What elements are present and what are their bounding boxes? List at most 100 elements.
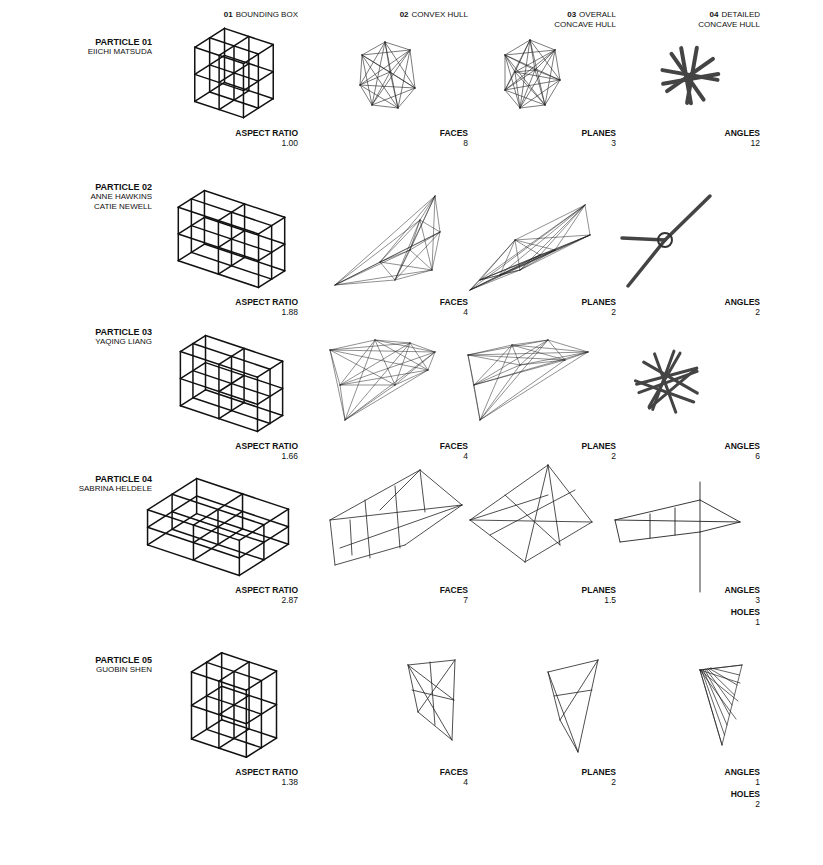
metric-name: ASPECT RATIO (198, 128, 298, 138)
column-number: 04 (710, 10, 719, 19)
metric-value: 3 (516, 138, 616, 148)
author-name: CATIE NEWELL (12, 202, 152, 212)
label-group: PARTICLE 05GUOBIN SHEN (12, 655, 152, 675)
label-group: ANGLES6 (660, 441, 760, 461)
label-group: ASPECT RATIO2.87 (198, 585, 298, 605)
label-group: PLANES2 (516, 297, 616, 317)
metric-value: 2 (516, 451, 616, 461)
detailed-hull (635, 351, 697, 412)
metric-name: PLANES (516, 767, 616, 777)
concave-hull (505, 40, 560, 108)
metric-value: 1 (660, 617, 760, 627)
label-group: ASPECT RATIO1.66 (198, 441, 298, 461)
metric-value: 4 (368, 307, 468, 317)
metric-name: ASPECT RATIO (198, 441, 298, 451)
label-group: PLANES2 (516, 767, 616, 787)
metric-value: 4 (368, 777, 468, 787)
metric-value: 1.66 (198, 451, 298, 461)
label-group: ANGLES2 (660, 297, 760, 317)
label-group: PARTICLE 04SABRINA HELDELE (12, 474, 152, 494)
metric-name: HOLES (660, 607, 760, 617)
metric-value: 1.5 (516, 595, 616, 605)
bounding-box (191, 653, 276, 758)
metric-value: 12 (660, 138, 760, 148)
metric-name: ASPECT RATIO (198, 585, 298, 595)
label-group: ASPECT RATIO1.88 (198, 297, 298, 317)
label-group: 02CONVEX HULL (318, 10, 468, 20)
column-number: 01 (224, 10, 233, 19)
particle-title: PARTICLE 01 (12, 37, 152, 47)
label-group: PLANES1.5 (516, 585, 616, 605)
label-group: ASPECT RATIO1.00 (198, 128, 298, 148)
label-group: 03OVERALL CONCAVE HULL (550, 10, 616, 30)
label-group: FACES4 (368, 767, 468, 787)
detailed-hull (700, 665, 742, 745)
label-group: ANGLES12 (660, 128, 760, 148)
label-group: HOLES1 (660, 607, 760, 627)
column-title: OVERALL CONCAVE HULL (554, 10, 616, 29)
label-group: PLANES3 (516, 128, 616, 148)
label-group: ANGLES1 (660, 767, 760, 787)
author-name: GUOBIN SHEN (12, 665, 152, 675)
metric-name: PLANES (516, 128, 616, 138)
metric-value: 2.87 (198, 595, 298, 605)
metric-value: 2 (516, 307, 616, 317)
author-name: YAQING LIANG (12, 337, 152, 347)
metric-name: ASPECT RATIO (198, 767, 298, 777)
label-group: FACES4 (368, 441, 468, 461)
metric-name: FACES (368, 767, 468, 777)
metric-value: 1 (660, 777, 760, 787)
concave-hull (548, 660, 598, 752)
column-title: CONVEX HULL (412, 10, 468, 19)
convex-hull (360, 42, 415, 108)
label-group: 01BOUNDING BOX (148, 10, 298, 20)
convex-hull (408, 660, 455, 740)
metric-name: FACES (368, 441, 468, 451)
detailed-hull (622, 196, 710, 286)
bounding-box (180, 336, 282, 432)
metric-name: PLANES (516, 441, 616, 451)
label-group: FACES4 (368, 297, 468, 317)
metric-value: 2 (516, 777, 616, 787)
convex-hull (330, 340, 435, 420)
metric-name: ANGLES (660, 767, 760, 777)
metric-value: 8 (368, 138, 468, 148)
metric-name: FACES (368, 297, 468, 307)
author-name: SABRINA HELDELE (12, 484, 152, 494)
detailed-hull (662, 48, 718, 103)
concave-hull (468, 340, 588, 420)
metric-name: FACES (368, 128, 468, 138)
label-group: HOLES2 (660, 789, 760, 809)
column-number: 02 (400, 10, 409, 19)
metric-name: ASPECT RATIO (198, 297, 298, 307)
detailed-hull (615, 482, 740, 592)
bounding-box (178, 191, 284, 288)
column-number: 03 (567, 10, 576, 19)
label-group: FACES7 (368, 585, 468, 605)
metric-name: FACES (368, 585, 468, 595)
metric-value: 1.00 (198, 138, 298, 148)
label-group: ASPECT RATIO1.38 (198, 767, 298, 787)
metric-name: ANGLES (660, 297, 760, 307)
concave-hull (470, 205, 590, 290)
particle-title: PARTICLE 04 (12, 474, 152, 484)
author-name: EIICHI MATSUDA (12, 47, 152, 57)
metric-value: 7 (368, 595, 468, 605)
metric-value: 3 (660, 595, 760, 605)
particle-title: PARTICLE 02 (12, 182, 152, 192)
metric-name: ANGLES (660, 128, 760, 138)
label-group: ANGLES3 (660, 585, 760, 605)
particle-title: PARTICLE 05 (12, 655, 152, 665)
author-name: ANNE HAWKINS (12, 192, 152, 202)
metric-name: PLANES (516, 297, 616, 307)
metric-name: HOLES (660, 789, 760, 799)
column-title: DETAILED CONCAVE HULL (698, 10, 760, 29)
metric-value: 2 (660, 307, 760, 317)
metric-value: 2 (660, 799, 760, 809)
metric-name: PLANES (516, 585, 616, 595)
bounding-box (148, 479, 289, 576)
label-group: 04DETAILED CONCAVE HULL (694, 10, 760, 30)
metric-value: 1.88 (198, 307, 298, 317)
